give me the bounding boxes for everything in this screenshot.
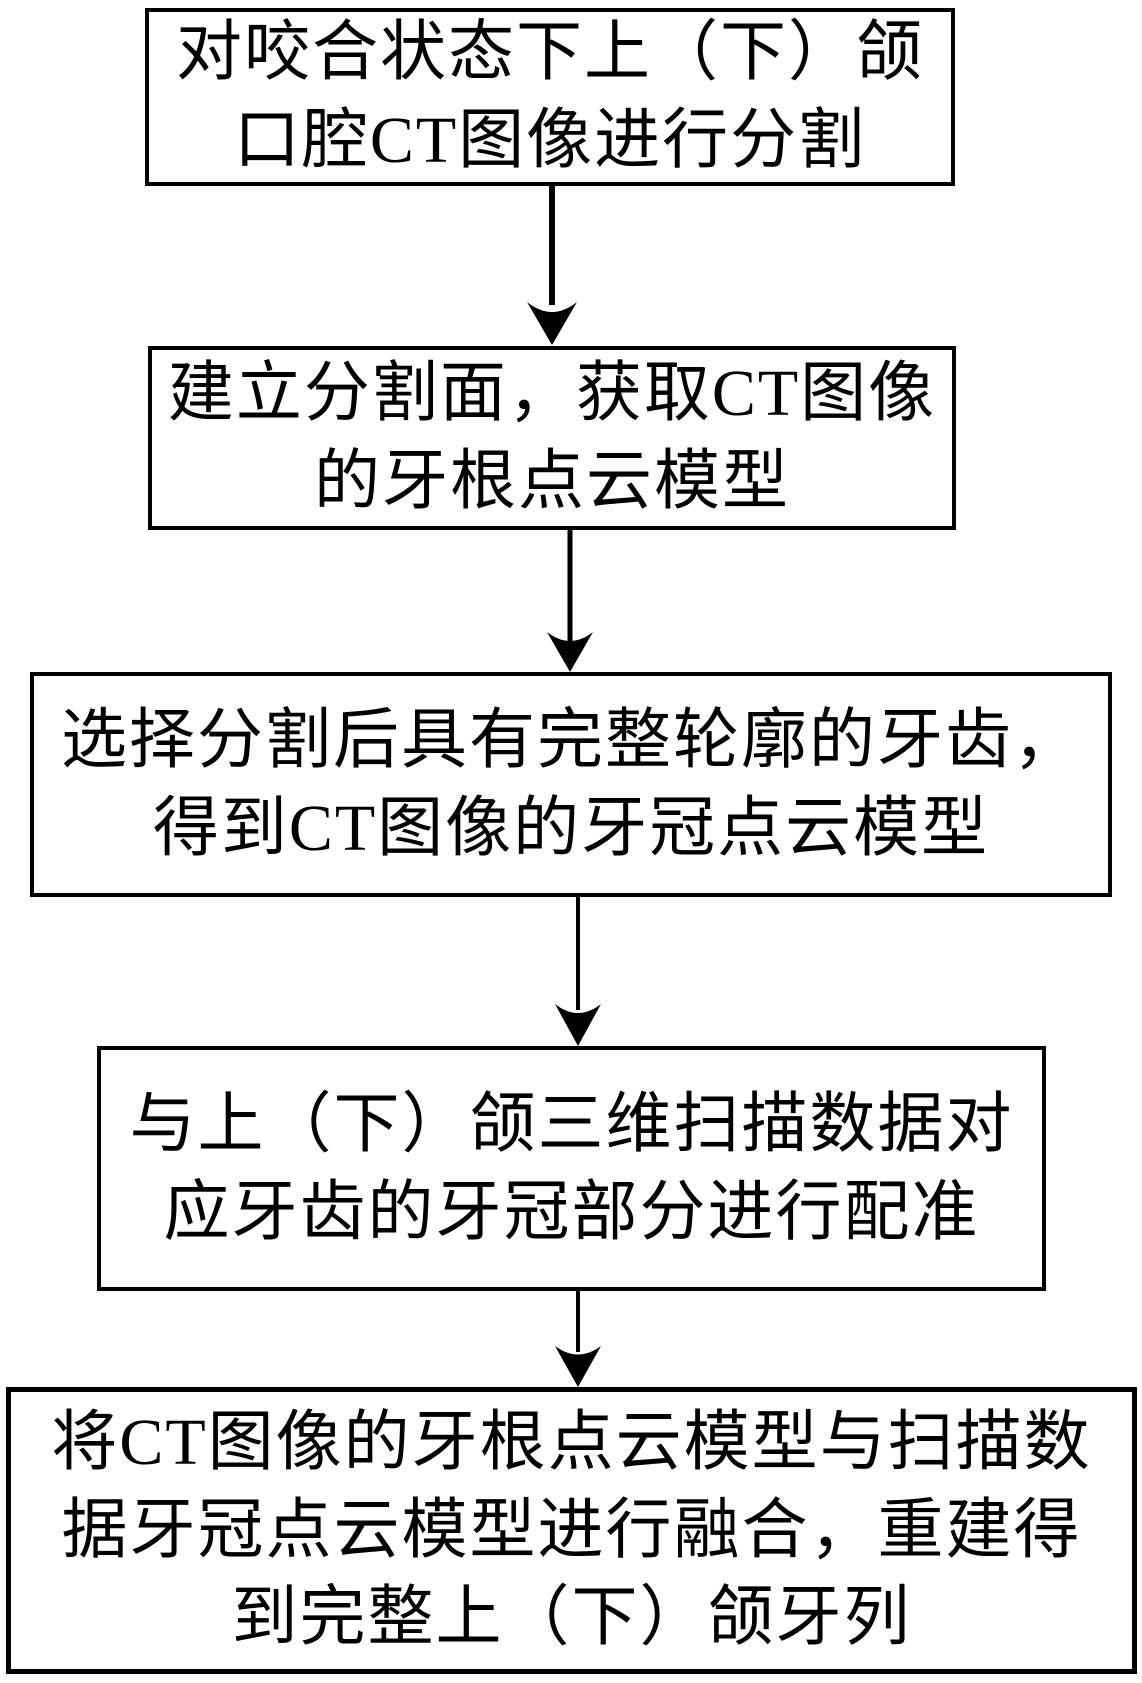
flow-step-4-line-2: 应牙齿的牙冠部分进行配准 <box>163 1175 980 1249</box>
arrow-down-4 <box>555 1290 601 1387</box>
flow-step-5-box: 将CT图像的牙根点云模型与扫描数 据牙冠点云模型进行融合，重建得 到完整上（下）… <box>6 1387 1137 1674</box>
flow-step-2-box: 建立分割面，获取CT图像 的牙根点云模型 <box>148 346 956 530</box>
flow-step-5-line-2: 据牙冠点云模型进行融合，重建得 <box>61 1493 1082 1567</box>
flow-step-3-box: 选择分割后具有完整轮廓的牙齿， 得到CT图像的牙冠点云模型 <box>30 672 1112 897</box>
flow-step-1-line-2: 口腔CT图像进行分割 <box>233 104 867 177</box>
flow-step-3-line-1: 选择分割后具有完整轮廓的牙齿， <box>61 703 1081 777</box>
flow-step-1-line-1: 对咬合状态下上（下）颌 <box>176 16 924 90</box>
flow-step-2-line-1: 建立分割面，获取CT图像 <box>167 357 937 431</box>
arrow-down-2 <box>547 529 593 672</box>
flow-step-4-box: 与上（下）颌三维扫描数据对 应牙齿的牙冠部分进行配准 <box>97 1046 1046 1291</box>
flow-step-4-line-1: 与上（下）颌三维扫描数据对 <box>129 1087 1014 1161</box>
flow-step-2-line-2: 的牙根点云模型 <box>314 445 790 518</box>
flow-step-5-line-3: 到完整上（下）颌牙列 <box>231 1581 912 1655</box>
flow-step-5-line-1: 将CT图像的牙根点云模型与扫描数 <box>51 1405 1092 1479</box>
arrow-down-3 <box>555 896 601 1046</box>
flow-step-3-line-2: 得到CT图像的牙冠点云模型 <box>152 791 990 865</box>
flow-step-1-box: 对咬合状态下上（下）颌 口腔CT图像进行分割 <box>145 8 955 186</box>
arrow-down-1 <box>527 185 577 345</box>
